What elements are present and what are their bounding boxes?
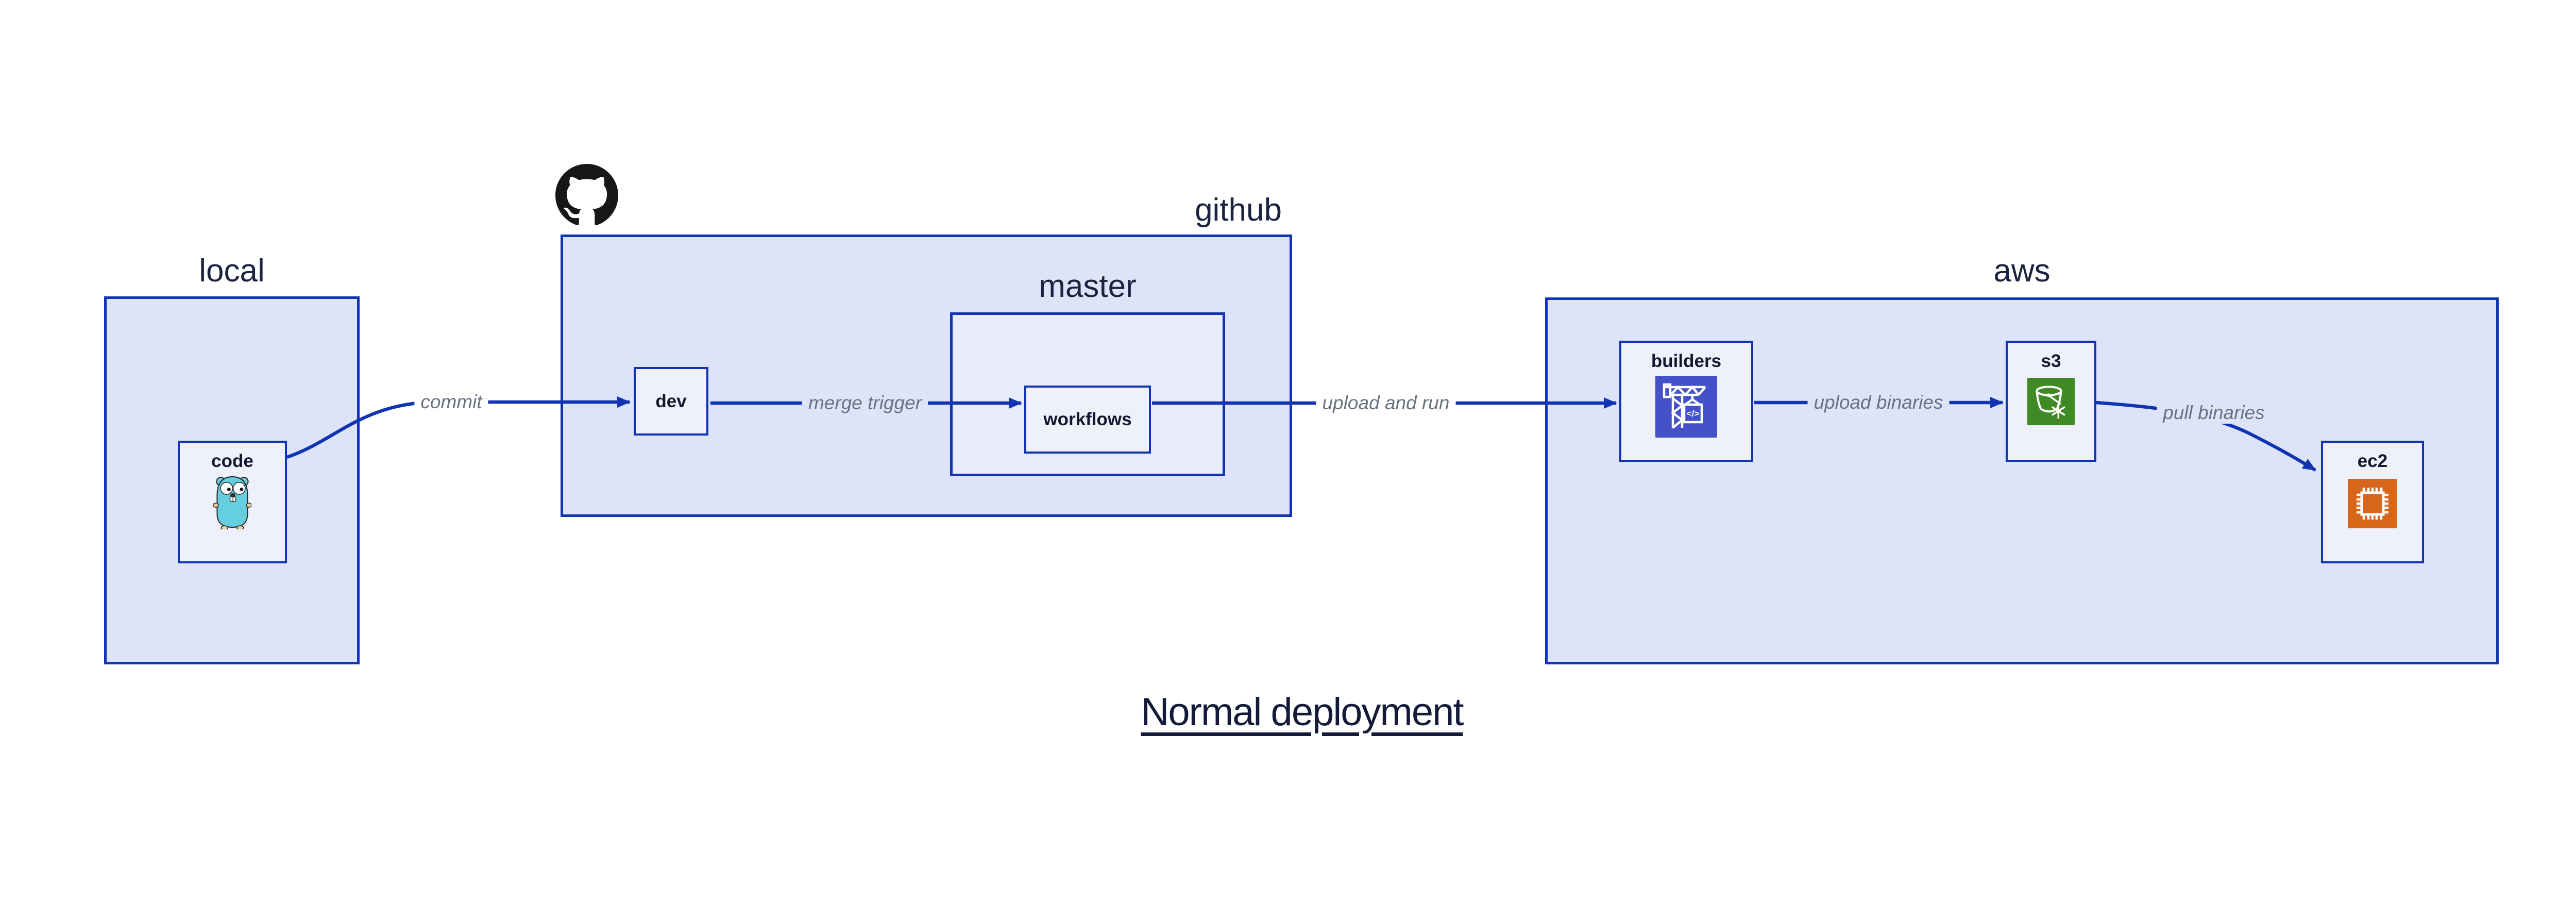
node-dev: dev (634, 367, 708, 436)
node-dev-label: dev (655, 391, 687, 411)
diagram-title: Normal deployment (1141, 690, 1464, 734)
github-panel-label: github (1195, 192, 1282, 228)
go-gopher-icon (213, 476, 251, 529)
edge-pull-binaries (2096, 400, 2316, 472)
node-workflows-label: workflows (1043, 409, 1132, 429)
edge-label-merge-trigger: merge trigger (802, 392, 928, 414)
node-code: code (178, 441, 287, 563)
node-s3-label: s3 (2041, 351, 2061, 371)
edge-label-upload-binaries: upload binaries (1807, 392, 1950, 413)
aws-codebuild-icon: </> (1655, 376, 1717, 438)
node-builders: builders </> (1619, 341, 1753, 462)
aws-panel-label: aws (1993, 253, 2050, 289)
node-ec2-label: ec2 (2357, 451, 2388, 471)
master-panel-label: master (1039, 269, 1137, 304)
local-panel-label: local (199, 253, 265, 289)
node-ec2: ec2 (2321, 441, 2424, 563)
aws-ec2-chip-icon (2348, 479, 2397, 528)
edge-label-upload-and-run: upload and run (1316, 392, 1456, 414)
node-workflows: workflows (1024, 386, 1151, 454)
edge-label-pull-binaries: pull binaries (2157, 402, 2271, 424)
edge-label-commit: commit (414, 391, 488, 413)
aws-s3-bucket-icon (2027, 378, 2075, 425)
github-octocat-icon (555, 164, 618, 225)
svg-text:</>: </> (1687, 409, 1700, 419)
node-builders-label: builders (1651, 351, 1722, 371)
node-code-label: code (211, 451, 253, 471)
node-s3: s3 (2006, 341, 2096, 462)
